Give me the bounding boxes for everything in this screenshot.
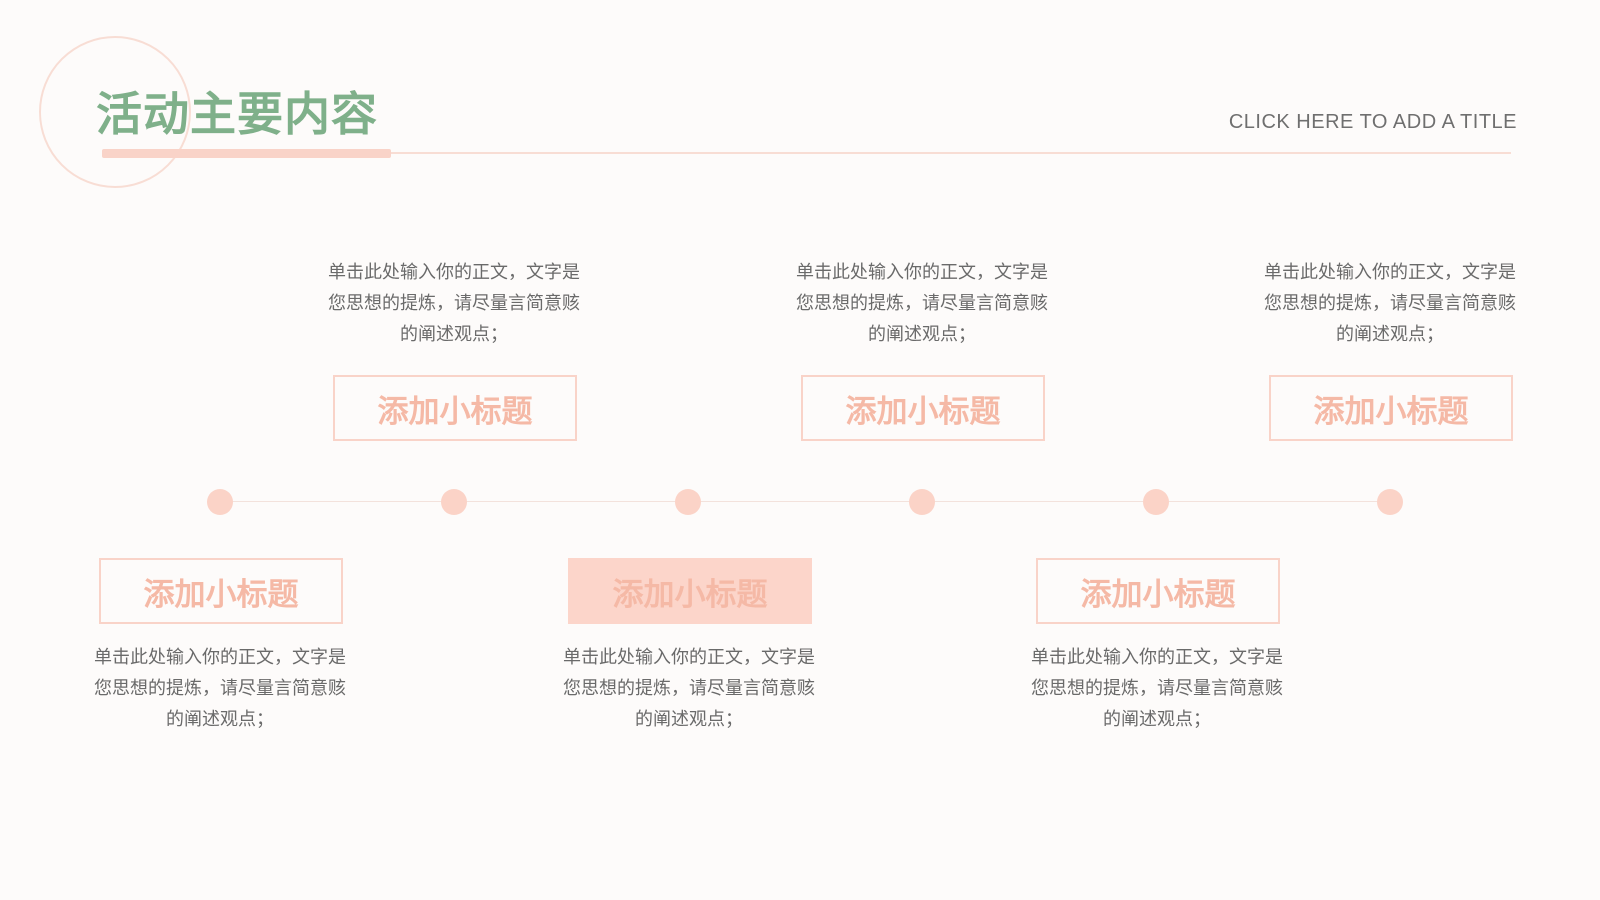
item-4-heading-box[interactable]: 添加小标题 [801,375,1045,441]
page-title[interactable]: 活动主要内容 [96,87,378,141]
timeline-line [220,501,1390,502]
item-6-body-text[interactable]: 单击此处输入你的正文，文字是您思想的提炼，请尽量言简意赅的阐述观点； [1264,262,1516,345]
page-subtitle[interactable]: CLICK HERE TO ADD A TITLE [1228,111,1517,133]
timeline-dot-2 [441,489,467,515]
timeline-dot-4 [909,489,935,515]
item-3-heading-box[interactable]: 添加小标题 [568,558,812,624]
timeline-dot-5 [1143,489,1169,515]
item-3-body-text[interactable]: 单击此处输入你的正文，文字是您思想的提炼，请尽量言简意赅的阐述观点； [563,647,815,730]
decorative-circle [39,36,191,188]
item-6-heading-box[interactable]: 添加小标题 [1269,375,1513,441]
item-1-heading-box[interactable]: 添加小标题 [99,558,343,624]
timeline-dot-1 [207,489,233,515]
item-2-heading-box[interactable]: 添加小标题 [333,375,577,441]
item-2-body-text[interactable]: 单击此处输入你的正文，文字是您思想的提炼，请尽量言简意赅的阐述观点； [328,262,580,345]
item-4-body-text[interactable]: 单击此处输入你的正文，文字是您思想的提炼，请尽量言简意赅的阐述观点； [796,262,1048,345]
item-5-heading-box[interactable]: 添加小标题 [1036,558,1280,624]
timeline-dot-3 [675,489,701,515]
header-divider-line [391,152,1511,154]
item-1-body-text[interactable]: 单击此处输入你的正文，文字是您思想的提炼，请尽量言简意赅的阐述观点； [94,647,346,730]
item-5-body-text[interactable]: 单击此处输入你的正文，文字是您思想的提炼，请尽量言简意赅的阐述观点； [1031,647,1283,730]
timeline-dot-6 [1377,489,1403,515]
title-underline-bar [102,149,391,158]
